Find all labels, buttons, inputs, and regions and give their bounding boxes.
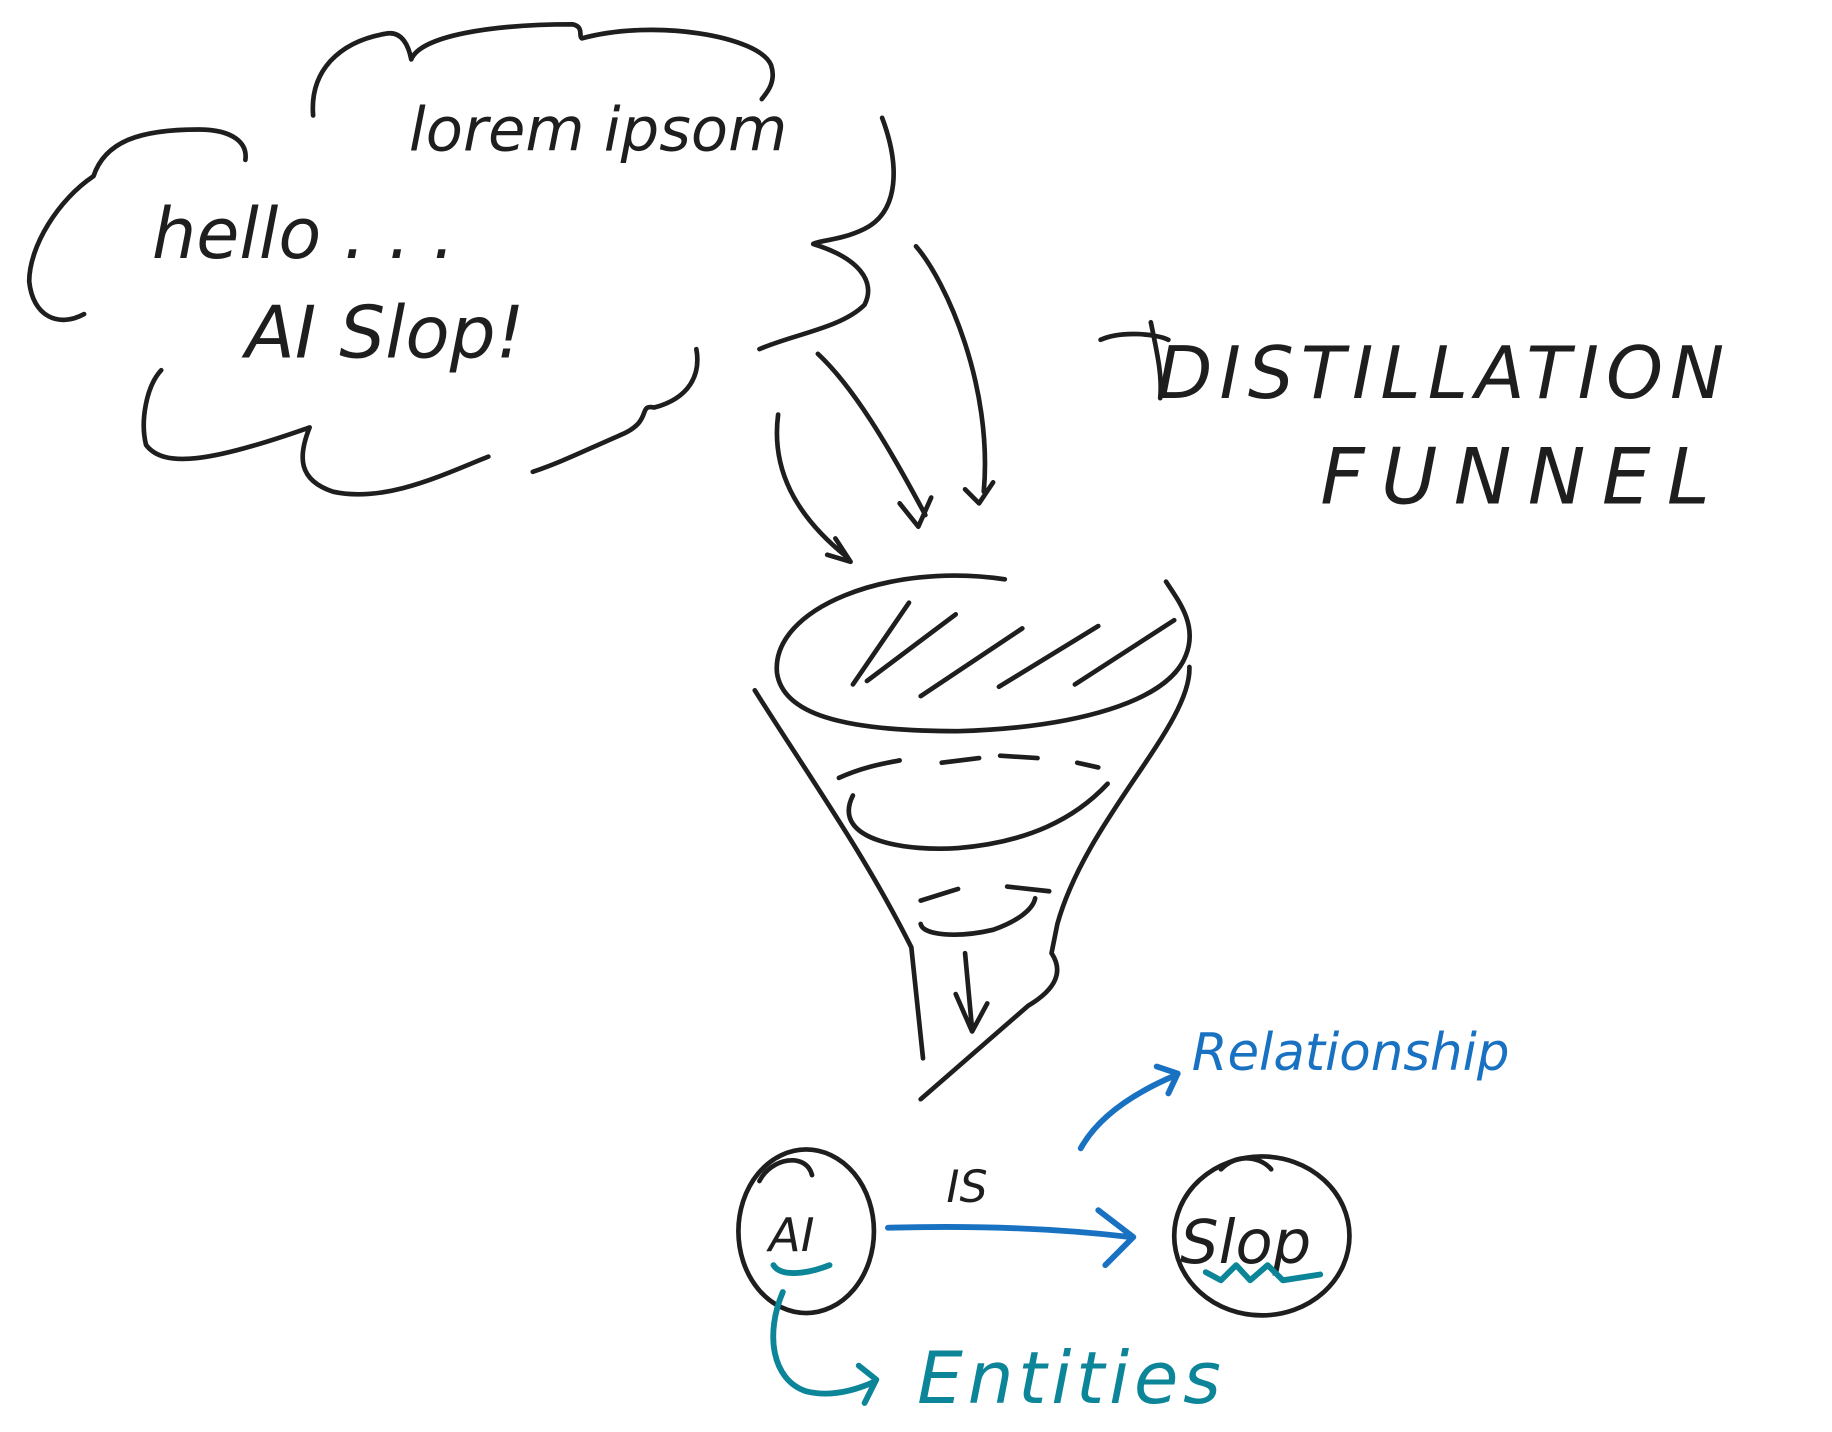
- relationship-arrow: [1077, 1063, 1181, 1152]
- title-line-2: FUNNEL: [1320, 432, 1726, 522]
- title-line-1: DISTILLATION: [1157, 332, 1732, 416]
- edge-is-arrow: [885, 1207, 1137, 1269]
- entity-graph: AI Slop IS Relationship Entities: [736, 1023, 1510, 1421]
- node-ai-circle: [736, 1147, 877, 1316]
- node-slop-circle: [1171, 1154, 1352, 1318]
- relationship-label: Relationship: [1192, 1023, 1510, 1083]
- cloud-text-hello: hello . . .: [152, 193, 455, 275]
- cloud-text-lorem: lorem ipsom: [409, 96, 787, 166]
- node-ai-label[interactable]: AI: [766, 1209, 815, 1263]
- title: DISTILLATION FUNNEL: [1098, 319, 1732, 522]
- entities-arrow: [770, 1289, 880, 1406]
- node-slop-label[interactable]: Slop: [1180, 1208, 1311, 1278]
- arrow-icon: [913, 243, 996, 506]
- thought-cloud: lorem ipsom hello . . . AI Slop!: [26, 21, 896, 497]
- input-arrows: [774, 243, 996, 565]
- edge-label: IS: [946, 1162, 987, 1213]
- arrow-icon: [774, 412, 853, 565]
- funnel-icon: [752, 573, 1192, 1102]
- cloud-text-ai-slop: AI Slop!: [241, 291, 524, 375]
- entities-label: Entities: [917, 1337, 1225, 1421]
- arrow-icon: [815, 351, 934, 530]
